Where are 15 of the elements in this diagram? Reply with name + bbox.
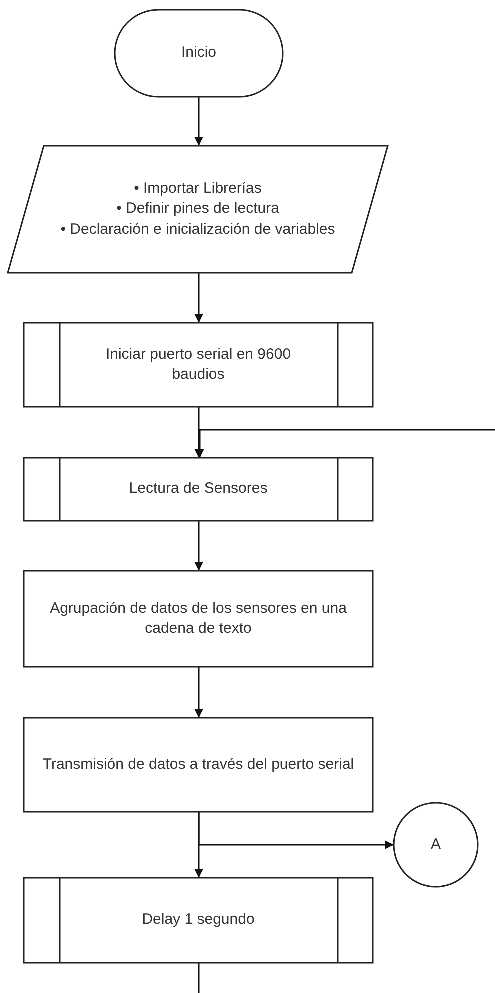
node-label: • Definir pines de lectura: [116, 199, 280, 220]
node-label: • Declaración e inicialización de variables: [60, 220, 336, 240]
node-label: • Importar Librerías: [134, 179, 262, 200]
arrow: [194, 667, 204, 718]
node-label: Transmisión de datos a través del puerto serial: [42, 754, 354, 775]
arrow: [194, 273, 204, 323]
node-label: Agrupación de datos de los sensores en una cadena de texto: [49, 598, 348, 639]
arrow: [194, 97, 204, 146]
node-label: A: [430, 834, 441, 855]
node-label: Iniciar puerto serial en 9600 baudios: [104, 344, 292, 385]
node-label: Lectura de Sensores: [129, 479, 268, 500]
arrow: [194, 521, 204, 571]
arrow: [198, 812, 394, 850]
node-label: Delay 1 segundo: [142, 910, 255, 930]
node-label: Inicio: [181, 43, 217, 64]
